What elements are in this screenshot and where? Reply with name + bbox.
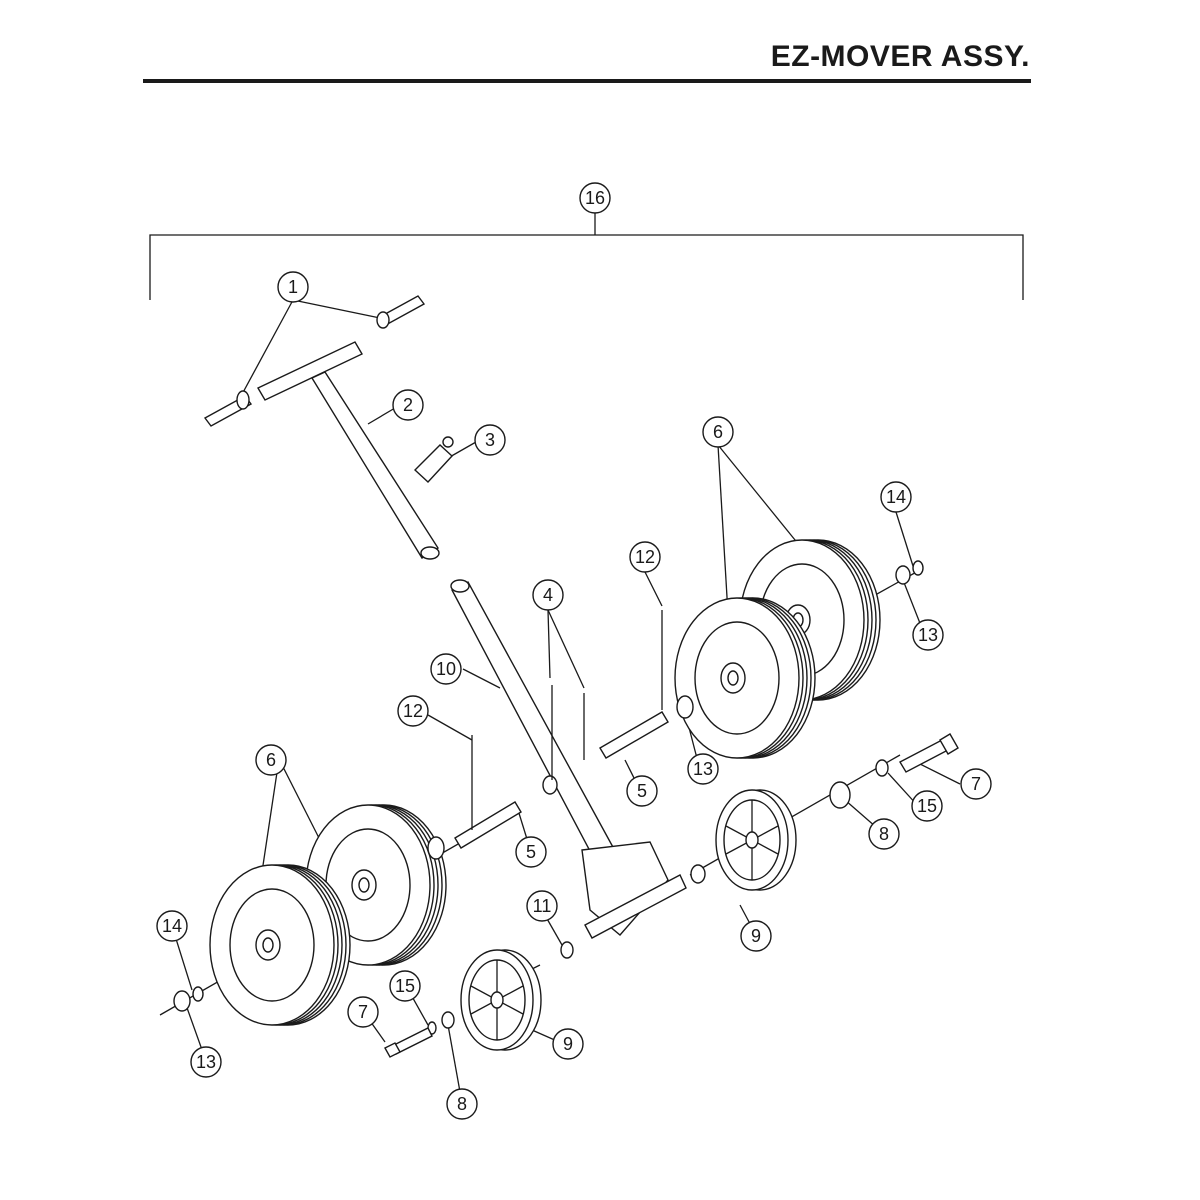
callout-13: 13 xyxy=(912,619,944,651)
callout-4: 4 xyxy=(532,579,564,611)
callout-6: 6 xyxy=(255,744,287,776)
part-lower-handle xyxy=(450,579,687,939)
callout-7: 7 xyxy=(347,996,379,1028)
part-small-wheel xyxy=(715,789,797,891)
callout-5: 5 xyxy=(626,775,658,807)
part-handle-grip xyxy=(203,295,426,427)
callout-6: 6 xyxy=(702,416,734,448)
svg-text:8: 8 xyxy=(879,824,889,844)
callout-2: 2 xyxy=(392,389,424,421)
callout-13: 13 xyxy=(190,1046,222,1078)
svg-text:6: 6 xyxy=(713,422,723,442)
svg-text:3: 3 xyxy=(485,430,495,450)
svg-text:10: 10 xyxy=(436,659,456,679)
part-small-wheel xyxy=(460,949,542,1051)
svg-text:1: 1 xyxy=(288,277,298,297)
part-bolts xyxy=(384,733,959,1058)
svg-text:15: 15 xyxy=(395,976,415,996)
svg-text:13: 13 xyxy=(196,1052,216,1072)
callout-9: 9 xyxy=(552,1028,584,1060)
callout-10: 10 xyxy=(430,653,462,685)
part-lynch-pin xyxy=(413,436,454,483)
part-wheel xyxy=(674,597,816,759)
callout-15: 15 xyxy=(389,970,421,1002)
callout-16: 16 xyxy=(579,182,611,214)
assembly-bracket xyxy=(149,210,1024,300)
callout-14: 14 xyxy=(156,910,188,942)
svg-text:5: 5 xyxy=(637,781,647,801)
svg-text:16: 16 xyxy=(585,188,605,208)
part-wheel xyxy=(209,864,351,1026)
part-axles xyxy=(454,711,669,849)
callout-5: 5 xyxy=(515,836,547,868)
svg-text:7: 7 xyxy=(358,1002,368,1022)
page-title: EZ-MOVER ASSY. xyxy=(770,40,1030,73)
callout-9: 9 xyxy=(740,920,772,952)
callout-8: 8 xyxy=(446,1088,478,1120)
callout-13: 13 xyxy=(687,753,719,785)
callout-8: 8 xyxy=(868,818,900,850)
title-rule xyxy=(143,79,1031,83)
svg-text:13: 13 xyxy=(693,759,713,779)
svg-text:9: 9 xyxy=(751,926,761,946)
callout-11: 11 xyxy=(526,890,558,922)
svg-text:12: 12 xyxy=(635,547,655,567)
part-t-handle xyxy=(257,341,440,560)
svg-text:14: 14 xyxy=(162,916,182,936)
callout-14: 14 xyxy=(880,481,912,513)
svg-text:6: 6 xyxy=(266,750,276,770)
svg-text:15: 15 xyxy=(917,796,937,816)
svg-text:11: 11 xyxy=(533,896,552,916)
svg-text:7: 7 xyxy=(971,774,981,794)
callout-12: 12 xyxy=(629,541,661,573)
part-pins xyxy=(471,610,663,830)
callout-3: 3 xyxy=(474,424,506,456)
svg-text:4: 4 xyxy=(543,585,553,605)
part-washers xyxy=(173,560,924,1035)
callout-7: 7 xyxy=(960,768,992,800)
callout-12: 12 xyxy=(397,695,429,727)
svg-text:12: 12 xyxy=(403,701,423,721)
svg-text:8: 8 xyxy=(457,1094,467,1114)
svg-text:14: 14 xyxy=(886,487,906,507)
callout-1: 1 xyxy=(277,271,309,303)
svg-text:5: 5 xyxy=(526,842,536,862)
callout-15: 15 xyxy=(911,790,943,822)
svg-text:13: 13 xyxy=(918,625,938,645)
svg-text:9: 9 xyxy=(563,1034,573,1054)
svg-text:2: 2 xyxy=(403,395,413,415)
